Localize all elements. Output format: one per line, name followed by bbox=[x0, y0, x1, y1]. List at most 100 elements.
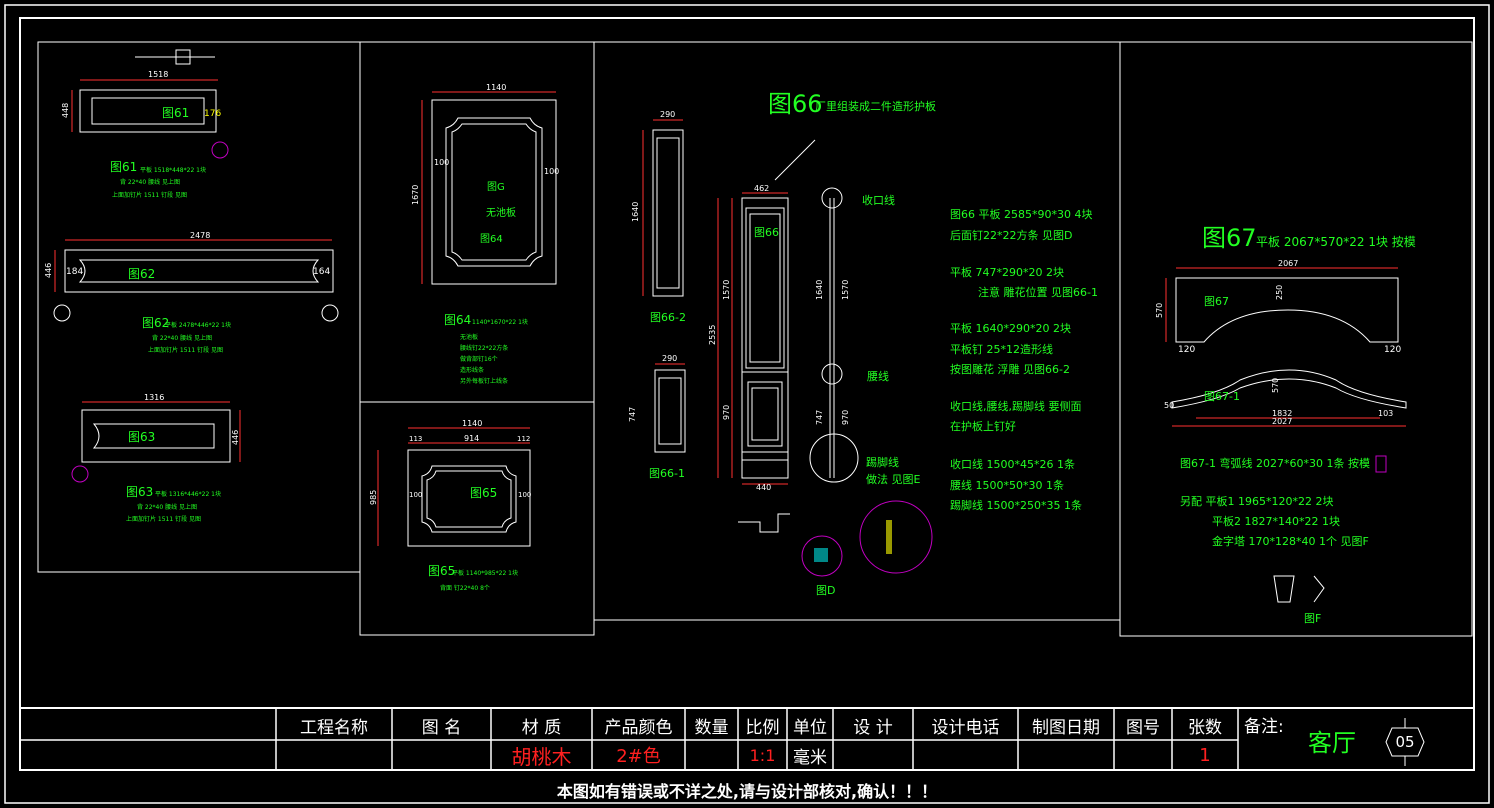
svg-text:平板 1316*446*22 1块: 平板 1316*446*22 1块 bbox=[155, 490, 221, 498]
fig64-margin-left: 100 bbox=[434, 158, 449, 167]
header-drawing-name: 图 名 bbox=[421, 717, 462, 738]
fig62-right: 164 bbox=[313, 267, 330, 277]
value-color: 2#色 bbox=[616, 746, 661, 767]
side-h4: 970 bbox=[841, 410, 850, 425]
fig66-width: 462 bbox=[754, 184, 769, 193]
section-frames bbox=[37, 41, 1473, 637]
header-unit: 单位 bbox=[793, 717, 827, 738]
fig65-side-right: 112 bbox=[517, 435, 530, 443]
sheet-number-badge bbox=[1385, 727, 1425, 757]
svg-text:背 22*40 腰线 见上图: 背 22*40 腰线 见上图 bbox=[137, 503, 197, 511]
fig64-inner-label: 图64 bbox=[480, 233, 503, 245]
fig65-inner-label: 图65 bbox=[470, 486, 497, 500]
svg-text:上面加钉片 1511 钉段 见图: 上面加钉片 1511 钉段 见图 bbox=[126, 515, 201, 523]
fig66-2-caption: 图66-2 bbox=[650, 311, 686, 324]
fig62-left: 184 bbox=[66, 267, 83, 277]
fig61-height: 448 bbox=[61, 103, 70, 118]
fig66-note-line: 收口线 1500*45*26 1条 bbox=[950, 457, 1075, 471]
fig64-height: 1670 bbox=[411, 185, 420, 205]
fig61-width: 1518 bbox=[148, 70, 168, 79]
fig66-note-line: 在护板上钉好 bbox=[950, 419, 1016, 433]
fig67-1-e: 2027 bbox=[1272, 417, 1292, 426]
value-unit: 毫米 bbox=[793, 747, 827, 768]
fig66-2-width: 290 bbox=[660, 110, 675, 119]
fig67-note-line: 另配 平板1 1965*120*22 2块 bbox=[1180, 494, 1333, 508]
svg-text:上面加钉片 1511 钉段 见图: 上面加钉片 1511 钉段 见图 bbox=[112, 191, 187, 199]
fig67-inner-label: 图67 bbox=[1204, 295, 1229, 308]
fig66-note-line: 收口线,腰线,踢脚线 要侧面 bbox=[950, 399, 1082, 413]
room-name: 客厅 bbox=[1308, 728, 1356, 757]
fig67-width: 2067 bbox=[1278, 259, 1298, 268]
header-project-name: 工程名称 bbox=[300, 717, 368, 738]
side-h1: 1640 bbox=[815, 280, 824, 300]
fig62-caption: 图62 bbox=[142, 316, 169, 330]
header-quantity: 数量 bbox=[694, 717, 729, 738]
svg-text:腰线钉22*22方条: 腰线钉22*22方条 bbox=[460, 344, 508, 352]
label-method: 做法 见图E bbox=[866, 472, 920, 486]
fig67-1-c: 1832 bbox=[1272, 409, 1292, 418]
fig64-width: 1140 bbox=[486, 83, 506, 92]
figure-65: 1140 914 113 112 985 图65 100 100 图65 平板 … bbox=[369, 419, 531, 592]
fig65-right-margin: 100 bbox=[518, 491, 531, 499]
sheet-number: 05 bbox=[1395, 733, 1415, 751]
footer-notice: 本图如有错误或不详之处,请与设计部核对,确认！！！ bbox=[556, 782, 938, 801]
fig64-margin-right: 100 bbox=[544, 167, 559, 176]
figure-67: 图67 平板 2067*570*22 1块 按模 2067 570 250 图6… bbox=[1155, 224, 1416, 625]
fig67-height: 570 bbox=[1155, 303, 1164, 318]
fig67-left: 120 bbox=[1178, 345, 1195, 355]
svg-text:1140*1670*22 1块: 1140*1670*22 1块 bbox=[472, 318, 528, 326]
fig67-1-b: 570 bbox=[1271, 378, 1280, 393]
label-waist: 腰线 bbox=[867, 369, 889, 383]
fig65-left-margin: 100 bbox=[409, 491, 422, 499]
header-material: 材 质 bbox=[521, 717, 562, 738]
svg-text:背 22*40 腰线 见上图: 背 22*40 腰线 见上图 bbox=[152, 334, 212, 342]
fig61-caption: 图61 bbox=[110, 160, 137, 174]
svg-text:造形线条: 造形线条 bbox=[460, 366, 484, 374]
fig67-note-line: 金字塔 170*128*40 1个 见图F bbox=[1212, 534, 1369, 548]
header-sheet-count: 张数 bbox=[1188, 717, 1222, 738]
svg-text:平板 2478*446*22 1块: 平板 2478*446*22 1块 bbox=[165, 321, 231, 329]
figure-66: 图66 厂里组装成二件造形护板 290 1640 图66-2 290 747 图… bbox=[628, 90, 936, 597]
fig66-note-line: 平板钉 25*12造形线 bbox=[950, 342, 1053, 356]
side-h2: 1570 bbox=[841, 280, 850, 300]
fig66-bottom-width: 440 bbox=[756, 483, 771, 492]
fig65-width: 1140 bbox=[462, 419, 482, 428]
fig62-height: 446 bbox=[44, 263, 53, 278]
fig67-subtitle: 平板 2067*570*22 1块 按模 bbox=[1256, 235, 1416, 249]
figure-63: 1316 446 图63 图63 平板 1316*446*22 1块 背 22*… bbox=[71, 393, 241, 523]
fig64-text1: 图G bbox=[487, 181, 505, 193]
detail-D-label: 图D bbox=[816, 584, 835, 597]
svg-text:平板 1140*985*22 1块: 平板 1140*985*22 1块 bbox=[452, 569, 518, 577]
remark-label: 备注: bbox=[1244, 716, 1284, 737]
figure-64: 1140 1670 100 100 图G 无池板 图64 图64 1140*16… bbox=[411, 83, 559, 385]
fig66-total: 2535 bbox=[708, 325, 717, 345]
fig62-inner-label: 图62 bbox=[128, 267, 155, 281]
fig66-1-caption: 图66-1 bbox=[649, 467, 685, 480]
fig65-height: 985 bbox=[369, 490, 378, 505]
fig65-caption: 图65 bbox=[428, 564, 455, 578]
label-trim: 收口线 bbox=[862, 193, 895, 207]
fig66-note-line: 平板 1640*290*20 2块 bbox=[950, 321, 1071, 335]
svg-text:无池板: 无池板 bbox=[460, 333, 478, 341]
fig-F-label: 图F bbox=[1304, 612, 1321, 625]
outer-frame bbox=[4, 4, 1490, 804]
fig66-note-line: 注意 雕花位置 见图66-1 bbox=[978, 285, 1098, 299]
fig63-inner-label: 图63 bbox=[128, 430, 155, 444]
fig66-note-line: 按图雕花 浮雕 见图66-2 bbox=[950, 362, 1070, 376]
header-design-phone: 设计电话 bbox=[931, 717, 1000, 738]
svg-text:做背部钉16个: 做背部钉16个 bbox=[460, 355, 498, 363]
fig65-inner-width: 914 bbox=[464, 434, 479, 443]
fig66-note-line: 图66 平板 2585*90*30 4块 bbox=[950, 207, 1092, 221]
header-drawing-date: 制图日期 bbox=[1032, 717, 1100, 738]
svg-text:平板 1518*448*22 1块: 平板 1518*448*22 1块 bbox=[140, 166, 206, 174]
fig67-right: 120 bbox=[1384, 345, 1401, 355]
fig66-note-line: 后面钉22*22方条 见图D bbox=[950, 228, 1072, 242]
fig66-2-height: 1640 bbox=[631, 202, 640, 222]
fig66-1-width: 290 bbox=[662, 354, 677, 363]
fig66-note-line: 腰线 1500*50*30 1条 bbox=[950, 478, 1064, 492]
header-drawing-number: 图号 bbox=[1126, 717, 1160, 738]
fig67-note-line: 平板2 1827*140*22 1块 bbox=[1212, 514, 1340, 528]
fig61-inner-label: 图61 bbox=[162, 106, 189, 120]
